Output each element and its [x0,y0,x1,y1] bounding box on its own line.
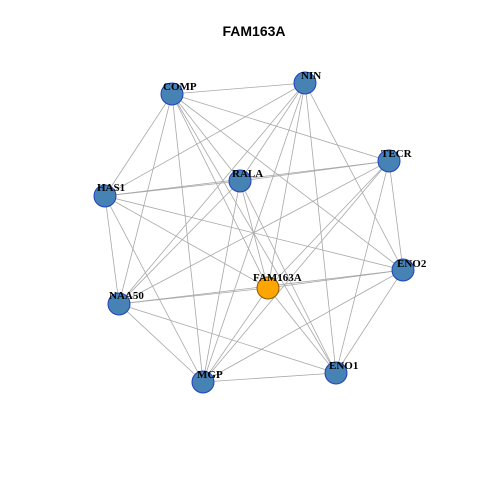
node-naa50 [107,292,131,316]
edge-eno2-mgp [202,269,404,383]
edge-nin-naa50 [118,82,306,305]
node-label-eno1: ENO1 [329,360,358,372]
edge-tecr-eno2 [388,160,404,271]
edge-nin-has1 [104,82,306,197]
edge-nin-fam163a [267,82,306,289]
edge-tecr-naa50 [118,160,390,305]
edge-naa50-mgp [118,303,204,383]
node-eno1 [324,361,348,385]
node-mgp [191,370,215,394]
edge-nin-eno2 [304,82,404,271]
edge-rala-mgp [202,180,241,383]
node-tecr [377,149,401,173]
node-nin [293,71,317,95]
graph-title: FAM163A [222,23,285,39]
node-label-mgp: MGP [197,369,223,381]
node-has1 [93,184,117,208]
edge-fam163a-eno1 [267,287,337,374]
edge-fam163a-naa50 [118,287,269,305]
edge-has1-eno2 [104,195,404,271]
edge-comp-rala [171,93,241,182]
edge-eno2-eno1 [335,269,404,374]
node-label-fam163a: FAM163A [253,272,302,284]
edge-tecr-eno1 [335,160,390,374]
edge-comp-mgp [171,93,204,383]
edge-tecr-fam163a [267,160,390,289]
node-label-eno2: ENO2 [397,258,427,270]
edge-tecr-rala [239,160,390,182]
edge-has1-naa50 [104,195,120,305]
edge-naa50-eno1 [118,303,337,374]
node-label-naa50: NAA50 [109,290,144,302]
edge-has1-fam163a [104,195,269,289]
node-label-rala: RALA [232,168,263,180]
edge-comp-has1 [104,93,173,197]
node-label-tecr: TECR [381,148,413,160]
edge-comp-eno2 [171,93,404,271]
node-layer [93,71,415,394]
edge-nin-comp [171,82,306,95]
edge-nin-rala [239,82,306,182]
edge-rala-naa50 [118,180,241,305]
node-fam163a [256,276,280,300]
edge-rala-fam163a [239,180,269,289]
edge-rala-has1 [104,180,241,197]
node-comp [160,82,184,106]
edge-comp-naa50 [118,93,173,305]
node-label-nin: NIN [301,70,321,82]
edge-tecr-mgp [202,160,390,383]
node-eno2 [391,258,415,282]
edge-comp-fam163a [171,93,269,289]
edge-rala-eno1 [239,180,337,374]
edge-comp-tecr [171,93,390,162]
edge-fam163a-mgp [202,287,269,383]
node-rala [228,169,252,193]
edge-mgp-eno1 [202,372,337,383]
edge-nin-eno1 [304,82,337,374]
edge-has1-mgp [104,195,204,383]
node-label-has1: HAS1 [97,182,125,194]
node-label-comp: COMP [163,81,197,93]
edge-layer [104,82,404,383]
